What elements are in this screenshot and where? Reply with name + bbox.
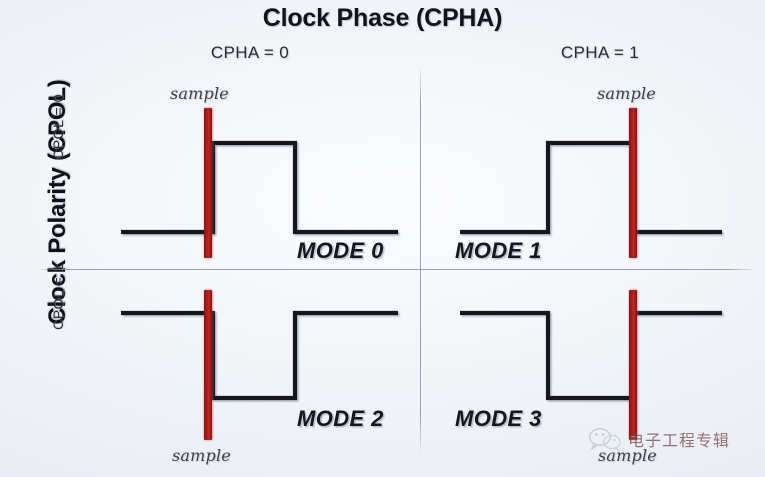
sample-line-mode-0: [204, 108, 212, 258]
waveform-mode-0: [121, 140, 398, 235]
vertical-divider: [420, 64, 421, 456]
column-header-cpha-1: CPHA = 1: [560, 43, 640, 62]
wechat-icon: [588, 428, 621, 451]
watermark-text: 电子工程专辑: [628, 431, 731, 450]
sample-line-mode-3: [629, 290, 637, 440]
diagram-title: Clock Phase (CPHA): [262, 4, 503, 32]
waveform-mode-3: [460, 310, 722, 401]
watermark: 电子工程专辑: [588, 427, 730, 451]
sample-label-mode-3: sample: [598, 446, 657, 465]
sample-label-mode-0: sample: [170, 84, 229, 103]
mode-label-1: MODE 1: [455, 238, 542, 263]
sample-label-mode-2: sample: [172, 446, 231, 465]
waveform-mode-1: [460, 140, 722, 235]
mode-label-0: MODE 0: [297, 238, 384, 263]
mode-label-3: MODE 3: [455, 406, 542, 431]
sample-label-mode-1: sample: [597, 84, 656, 103]
horizontal-divider: [35, 269, 757, 270]
waveform-mode-2: [121, 310, 398, 401]
sample-line-mode-1: [629, 108, 637, 258]
mode-label-2: MODE 2: [297, 406, 384, 431]
column-header-cpha-0: CPHA = 0: [210, 43, 290, 62]
sample-line-mode-2: [204, 290, 212, 440]
